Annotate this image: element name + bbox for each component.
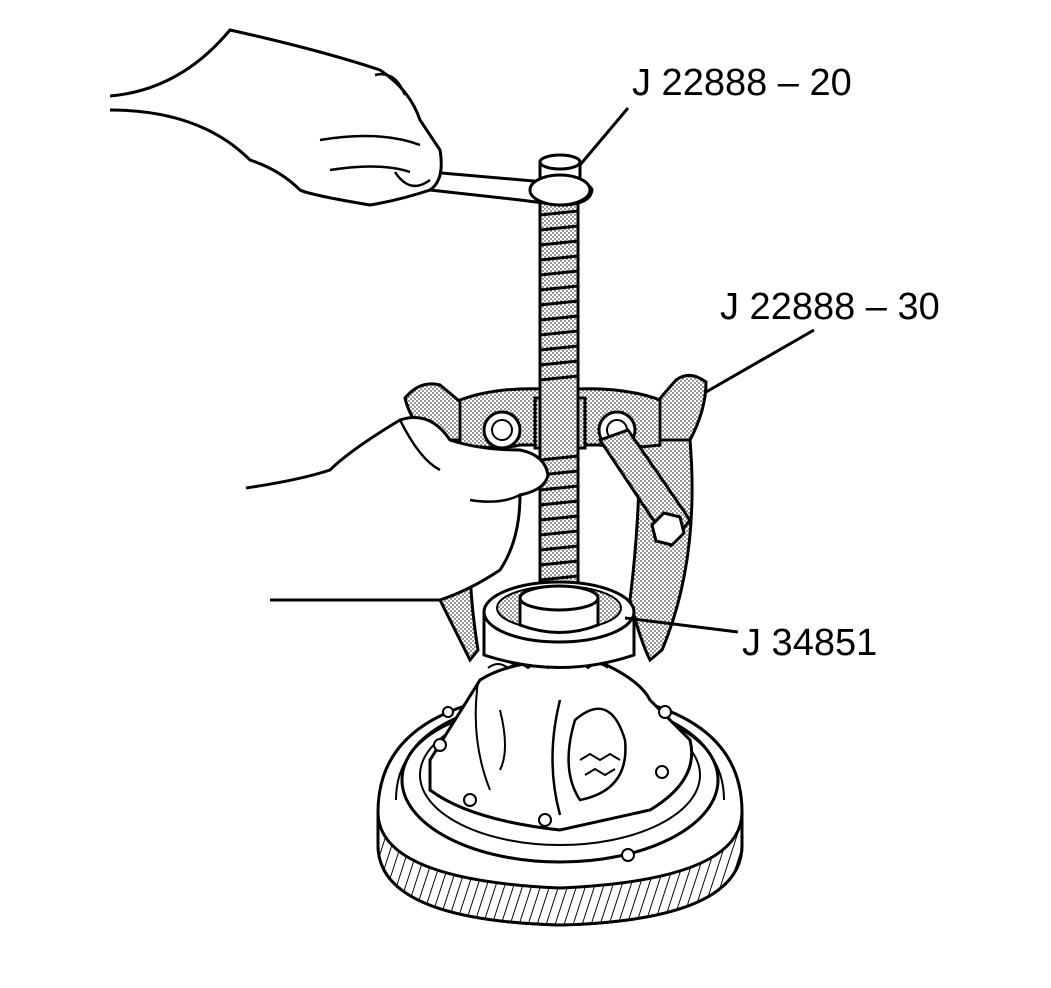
callout-pilot-adapter: J 34851 (742, 622, 878, 664)
hand-gripping-puller (245, 416, 550, 602)
callout-forcing-screw: J 22888 – 20 (632, 62, 852, 104)
hand-with-wrench (109, 28, 594, 207)
differential-case (428, 659, 694, 862)
forcing-screw (538, 153, 582, 602)
bearing-and-adapter (482, 580, 636, 669)
callout-puller-legs: J 22888 – 30 (720, 286, 940, 328)
leader-lines (578, 107, 815, 634)
